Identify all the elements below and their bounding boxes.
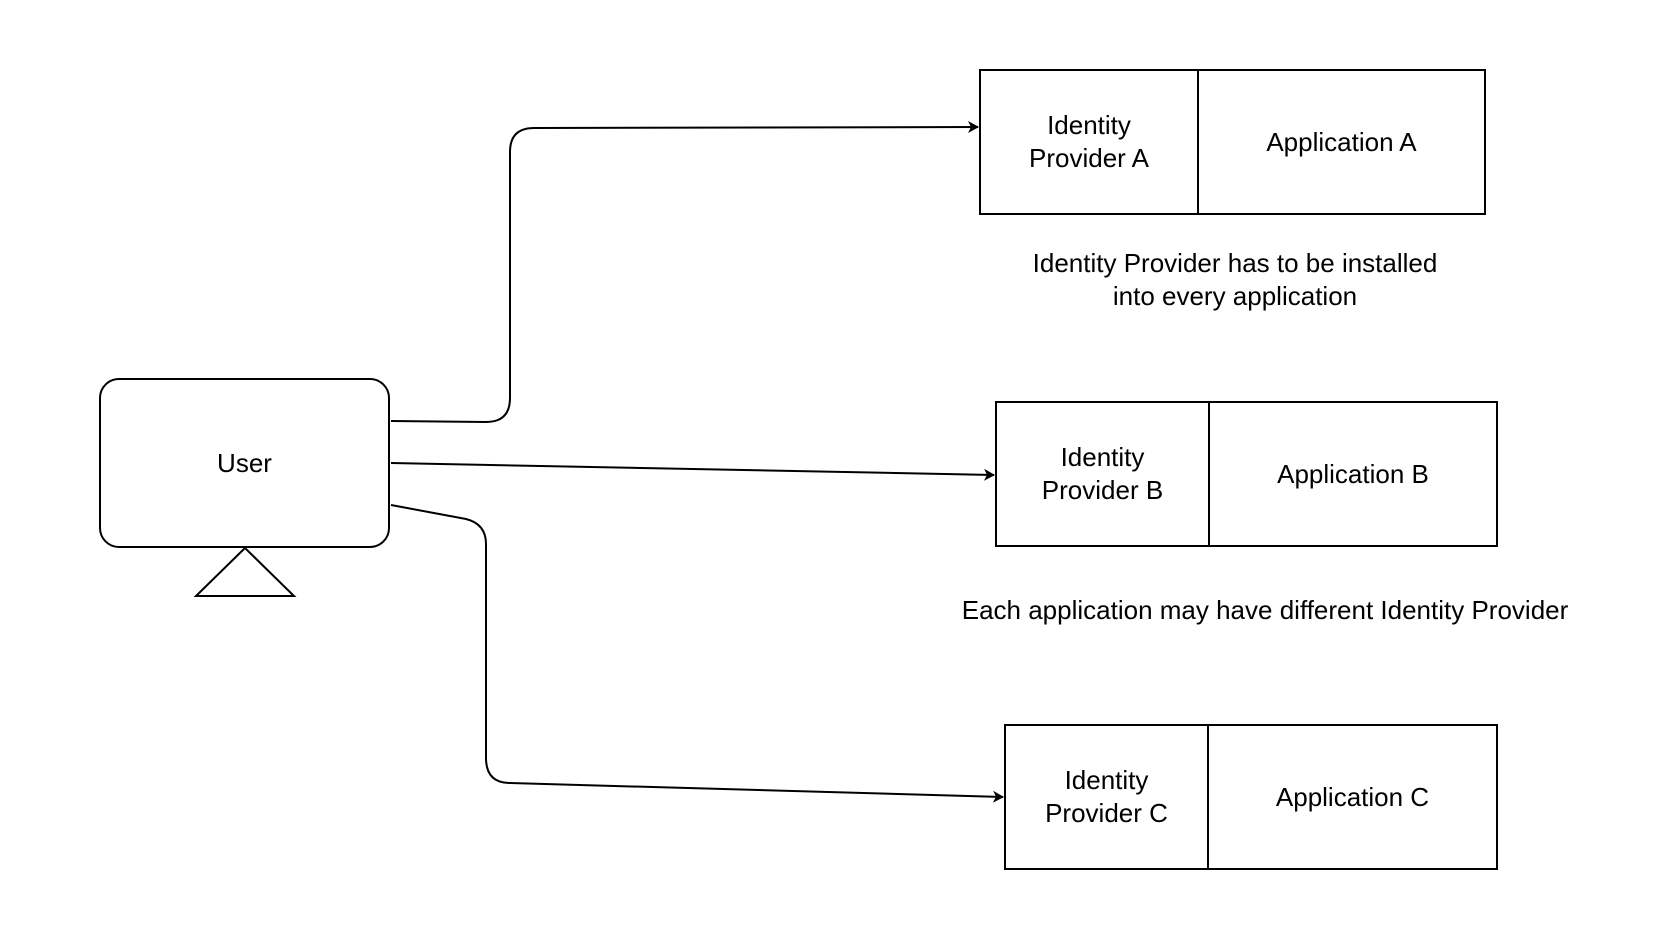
- app-group-a[interactable]: Identity Provider A Application A: [979, 69, 1486, 215]
- connector-user-to-idp-c: [390, 504, 1004, 803]
- app-group-c[interactable]: Identity Provider C Application C: [1004, 724, 1498, 870]
- application-c-label: Application C: [1275, 781, 1430, 812]
- application-b-label: Application B: [1277, 458, 1429, 489]
- app-group-a-divider: [1197, 71, 1199, 213]
- actor-triangle-icon: [193, 546, 297, 597]
- app-group-c-divider: [1207, 726, 1209, 868]
- identity-provider-b-label: Identity Provider B: [1041, 442, 1164, 505]
- user-node[interactable]: User: [99, 378, 390, 548]
- connector-user-to-idp-b: [390, 462, 995, 481]
- connector-user-to-idp-a: [390, 121, 979, 424]
- application-a-label: Application A: [1266, 126, 1417, 157]
- identity-provider-a-label: Identity Provider A: [1029, 110, 1149, 173]
- note-different-idp: Each application may have different Iden…: [961, 595, 1569, 625]
- app-group-b[interactable]: Identity Provider B Application B: [995, 401, 1498, 547]
- user-label: User: [217, 447, 272, 478]
- note-installed: Identity Provider has to be installed in…: [1032, 248, 1438, 311]
- identity-provider-c-label: Identity Provider C: [1045, 765, 1168, 828]
- app-group-b-divider: [1208, 403, 1210, 545]
